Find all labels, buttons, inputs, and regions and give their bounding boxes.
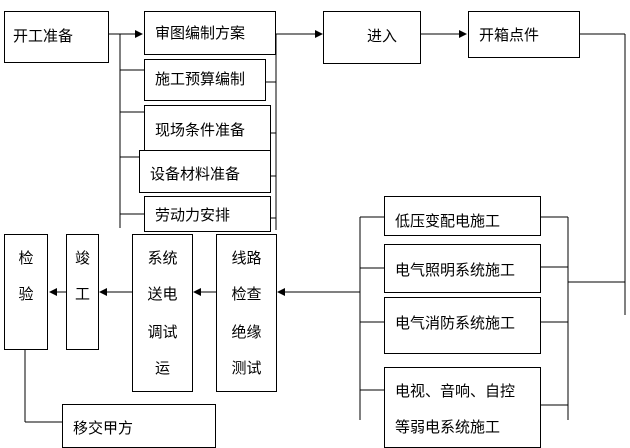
node-budget: 施工预算编制 [144,59,266,101]
node-enter: 进入 [323,11,421,64]
node-materials: 设备材料准备 [139,150,271,193]
node-system-test: 系统 送电 调试 运 [132,234,193,392]
node-review-plan: 审图编制方案 [144,11,276,55]
node-line-test: 线路 检查 绝缘 测试 [216,234,277,392]
node-handover: 移交甲方 [62,404,216,448]
node-inspect: 检 验 [4,234,48,350]
node-labor: 劳动力安排 [144,196,271,232]
node-unpack: 开箱点件 [468,11,580,58]
node-lighting: 电气照明系统施工 [384,244,541,293]
node-start: 开工准备 [4,11,109,63]
node-weak-current: 电视、音响、自控 等弱电系统施工 [384,367,541,448]
node-fire: 电气消防系统施工 [384,297,541,354]
node-complete: 竣 工 [66,234,99,350]
node-low-voltage: 低压变配电施工 [384,196,541,236]
node-site-prep: 现场条件准备 [144,105,271,151]
